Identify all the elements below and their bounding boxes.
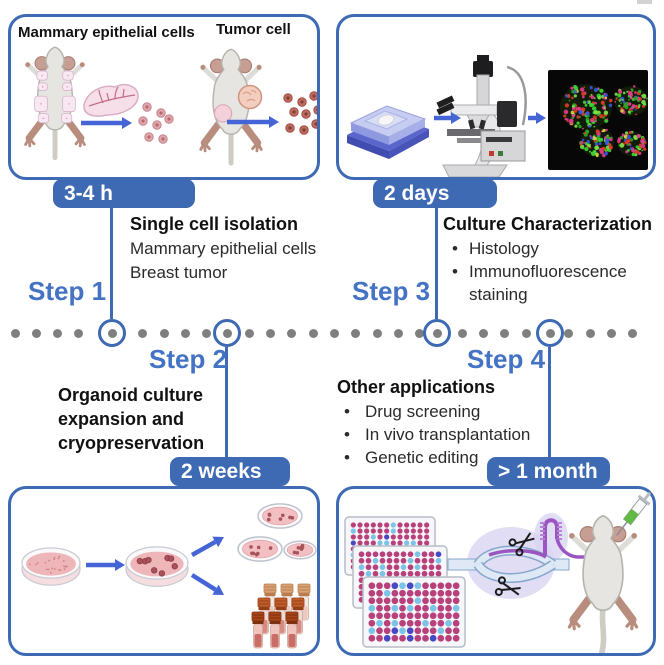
timeline-marker-step4 <box>536 319 564 347</box>
culture-dish-icons <box>21 503 317 587</box>
tumor-lump-icon <box>237 84 263 110</box>
timeline-dot <box>564 328 574 338</box>
timeline-dot <box>479 328 489 338</box>
timeline-dot <box>585 328 595 338</box>
duration-badge-step4: > 1 month <box>487 457 610 486</box>
cell-isolation-art <box>24 46 317 166</box>
step4-label: Step 4 <box>467 344 546 374</box>
panel-characterization <box>336 14 656 180</box>
scissors-icon <box>494 576 521 596</box>
isolated-cells-dots <box>138 91 317 144</box>
timeline-dot <box>180 328 190 338</box>
panel-cell-isolation <box>8 14 320 180</box>
bullet-icon: • <box>452 239 458 258</box>
immunofluorescence-image <box>548 70 648 170</box>
timeline-dot <box>372 328 382 338</box>
timeline-dot <box>287 328 297 338</box>
timeline-dot <box>244 328 254 338</box>
timeline-marker-step3 <box>423 319 451 347</box>
connector-line-step2 <box>225 347 228 458</box>
flow-arrows <box>434 112 546 124</box>
connector-line-step1 <box>110 206 113 319</box>
connector-line-step3 <box>435 206 438 319</box>
timeline-dot <box>308 328 318 338</box>
step1-description: Single cell isolation Mammary epithelial… <box>130 212 345 285</box>
syringe-icon <box>616 491 652 536</box>
timeline-dot <box>521 328 531 338</box>
duration-badge-step1: 3-4 h <box>53 179 195 208</box>
step1-title: Single cell isolation <box>130 214 299 234</box>
tumor-cell-label: Tumor cell <box>216 21 291 38</box>
applications-art <box>344 491 652 653</box>
timeline-dot <box>457 328 467 338</box>
guide-rna-hairpin <box>540 518 591 559</box>
timeline-marker-step1 <box>98 319 126 347</box>
timeline-dot <box>266 328 276 338</box>
timeline-dot <box>53 328 63 338</box>
timeline-dot <box>628 328 638 338</box>
controller-box-icon <box>480 130 526 162</box>
flow-arrows <box>81 116 279 129</box>
connector-line-step4 <box>548 347 551 458</box>
tissue-cassette-icon <box>347 105 429 159</box>
96-well-plates-icon <box>344 516 466 648</box>
bullet-icon: • <box>344 402 350 421</box>
step2-title: Organoid culture expansion and cryoprese… <box>58 385 205 453</box>
step2-label: Step 2 <box>149 344 228 374</box>
bullet-icon: • <box>344 425 350 444</box>
step3-bullet: • Immunofluorescence staining <box>443 260 661 306</box>
mouse-illustration <box>199 48 263 166</box>
timeline-dot <box>74 328 84 338</box>
timeline-dot <box>606 328 616 338</box>
step4-bullet: • Genetic editing <box>337 446 555 469</box>
step4-bullet: • Drug screening <box>337 400 555 423</box>
timeline-dot <box>138 328 148 338</box>
timeline-dot <box>202 328 212 338</box>
duration-badge-step2: 2 weeks <box>170 457 290 486</box>
recipient-mouse-illustration <box>567 514 639 653</box>
mouse-illustration <box>567 514 639 653</box>
step4-bullet: • In vivo transplantation <box>337 423 555 446</box>
step1-line: Mammary epithelial cells <box>130 239 317 258</box>
timeline-dot <box>351 328 361 338</box>
step2-description: Organoid culture expansion and cryoprese… <box>58 383 243 456</box>
organoid-fluorescence-blobs <box>560 84 648 158</box>
mammary-tissue-icon <box>83 84 139 117</box>
step3-label: Step 3 <box>352 276 431 306</box>
timeline-dot <box>500 328 510 338</box>
step1-line: Breast tumor <box>130 263 228 282</box>
timeline-dot <box>10 328 20 338</box>
mammary-cells-label: Mammary epithelial cells <box>18 24 195 41</box>
bullet-icon: • <box>344 448 350 467</box>
panel-other-applications <box>336 486 656 656</box>
flow-arrows <box>86 536 224 595</box>
scissors-icon <box>508 532 535 557</box>
step4-description: Other applications • Drug screening • In… <box>337 375 555 469</box>
organoid-expansion-art <box>21 503 317 649</box>
top-edge-artifact <box>637 0 652 4</box>
timeline-dot <box>330 328 339 338</box>
characterization-art <box>347 55 648 177</box>
timeline-dot <box>159 328 169 338</box>
gene-editing-icon <box>447 513 591 599</box>
step3-title: Culture Characterization <box>443 214 653 234</box>
mice-illustrations <box>24 46 263 166</box>
timeline-dot <box>31 328 41 338</box>
timeline-dot <box>393 328 403 338</box>
timeline-dot <box>415 328 425 338</box>
duration-badge-step3: 2 days <box>373 179 497 208</box>
microscope-icon <box>436 55 527 177</box>
step1-label: Step 1 <box>28 276 107 306</box>
step4-title: Other applications <box>337 377 496 397</box>
step3-bullet: • Histology <box>443 237 661 260</box>
mouse-illustration <box>24 46 86 161</box>
cryovial-rack-icon <box>251 583 311 649</box>
panel-organoid-expansion <box>8 486 320 656</box>
step3-description: Culture Characterization • Histology • I… <box>443 212 661 306</box>
dna-strand <box>447 545 570 583</box>
bullet-icon: • <box>452 262 458 281</box>
timeline-marker-step2 <box>213 319 241 347</box>
